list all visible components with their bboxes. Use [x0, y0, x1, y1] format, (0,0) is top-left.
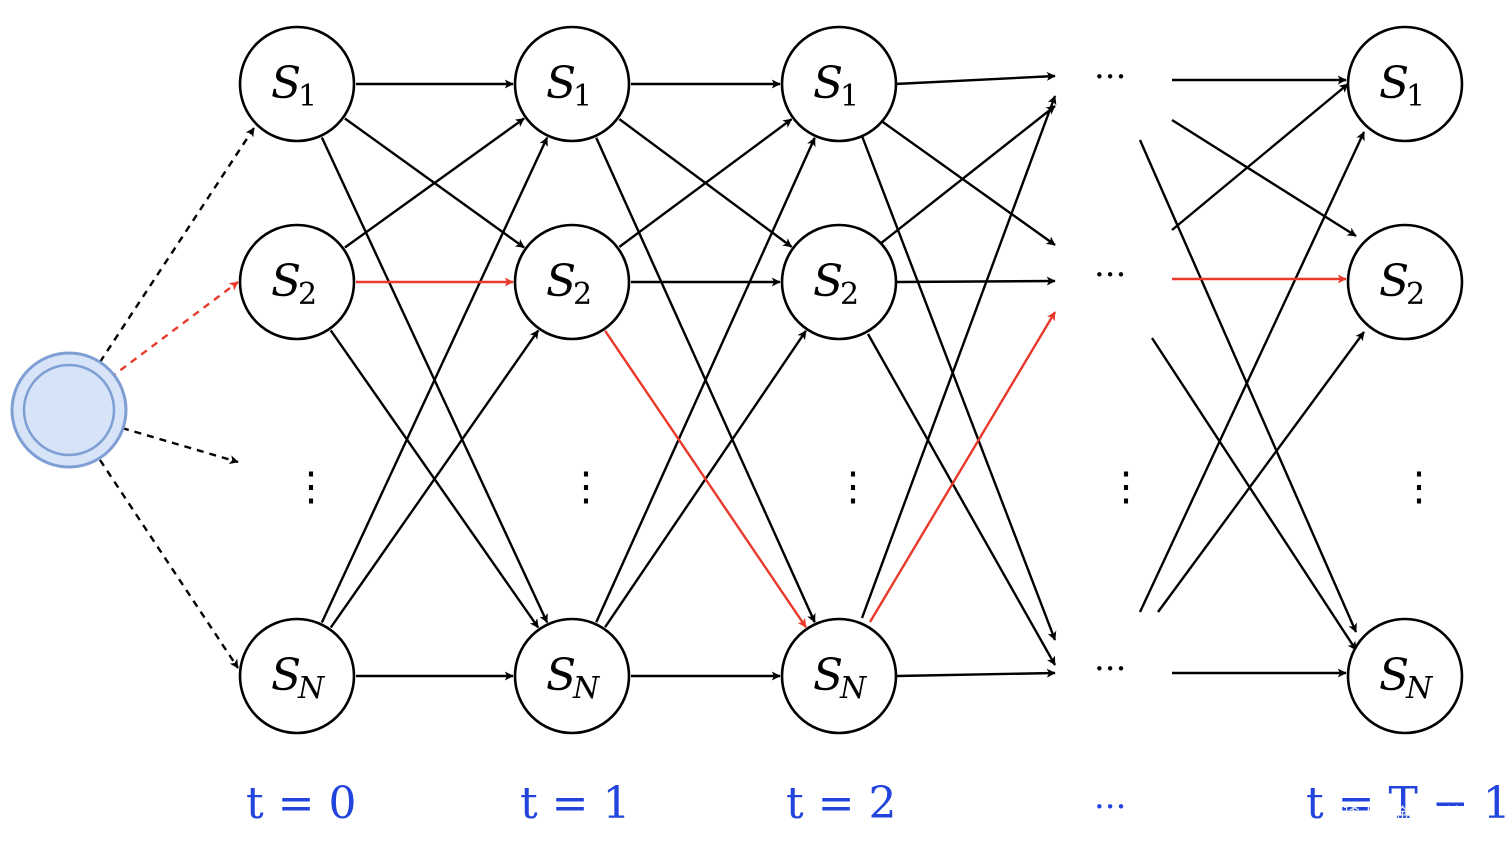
time-label-0: t = 0 [246, 778, 357, 829]
transition [618, 118, 793, 248]
transition [595, 137, 816, 623]
transition [866, 333, 1057, 666]
transition [879, 105, 1056, 245]
time-label-1: t = 1 [520, 778, 631, 829]
horizontal-ellipsis: ··· [1094, 255, 1126, 295]
state-label: S [271, 650, 301, 701]
start-node-inner-ring [22, 363, 116, 457]
highlighted-transition [604, 330, 807, 628]
state-label: S [271, 256, 301, 307]
time-labels: t = 0 t = 1 t = 2 ··· t = T − 1 [246, 778, 1511, 829]
transition [1157, 331, 1365, 613]
transition-edges [98, 71, 1366, 681]
state-node-sn-t4: SN [1346, 617, 1464, 735]
state-subscript: 2 [573, 277, 592, 312]
state-circle [238, 617, 356, 735]
state-label: S [1379, 256, 1409, 307]
state-node-s1-t2: S1 [780, 25, 898, 143]
transition [860, 95, 1057, 619]
state-label: S [813, 650, 843, 701]
state-node-s2-t4: S2 [1346, 223, 1464, 341]
transition [894, 71, 1056, 86]
state-label: S [546, 58, 576, 109]
vertical-ellipsis: ⋮ [1399, 464, 1439, 510]
state-label: S [1379, 58, 1409, 109]
state-circle [1346, 25, 1464, 143]
state-subscript: N [839, 671, 868, 706]
vertical-ellipsis: ⋮ [1106, 464, 1146, 510]
state-subscript: N [297, 671, 326, 706]
state-subscript: 1 [298, 79, 317, 114]
transition [896, 668, 1056, 678]
transition [329, 329, 540, 629]
state-subscript: 1 [1406, 79, 1425, 114]
state-node-sn-t1: SN [513, 617, 631, 735]
transition [1138, 131, 1366, 613]
time-label-3: ··· [1094, 787, 1126, 827]
transition [1138, 139, 1358, 633]
initial-transition-highlighted [109, 281, 239, 379]
state-node-s1-t0: S1 [238, 25, 356, 143]
initial-transition [99, 459, 239, 669]
state-label: S [271, 58, 301, 109]
highlighted-transition [868, 311, 1057, 623]
state-label: S [813, 58, 843, 109]
state-circle [780, 25, 898, 143]
vertical-ellipsis: ⋮ [566, 464, 606, 510]
state-subscript: N [1405, 671, 1434, 706]
transition [896, 276, 1056, 286]
state-subscript: 2 [298, 277, 317, 312]
state-node-s1-t1: S1 [513, 25, 631, 143]
time-label-2: t = 2 [786, 778, 897, 829]
state-node-sn-t0: SN [238, 617, 356, 735]
state-label: S [546, 650, 576, 701]
state-label: S [1379, 650, 1409, 701]
transition [1150, 337, 1358, 651]
state-label: S [813, 256, 843, 307]
transition [344, 117, 525, 249]
state-circle [513, 223, 631, 341]
start-node [10, 351, 128, 469]
state-circle [780, 617, 898, 735]
state-circle [780, 223, 898, 341]
time-label-4: t = T − 1 [1306, 778, 1511, 829]
state-label: S [546, 256, 576, 307]
state-circle [513, 617, 631, 735]
state-subscript: 2 [1406, 277, 1425, 312]
vertical-ellipsis: ⋮ [833, 464, 873, 510]
state-circle [1346, 223, 1464, 341]
state-circle [513, 25, 631, 143]
transition [1171, 118, 1357, 238]
vertical-ellipsis: ⋮ [291, 464, 331, 510]
horizontal-ellipsis: ··· [1094, 57, 1126, 97]
state-circle [1346, 617, 1464, 735]
state-circle [238, 223, 356, 341]
state-node-sn-t2: SN [780, 617, 898, 735]
state-node-s2-t2: S2 [780, 223, 898, 341]
state-subscript: N [572, 671, 601, 706]
state-node-s1-t4: S1 [1346, 25, 1464, 143]
transition [320, 136, 549, 623]
state-subscript: 1 [840, 79, 859, 114]
transition [1171, 83, 1349, 231]
ellipsis-markers: ⋮ ⋮ ⋮ ⋮ ⋮ ··· ··· ··· [291, 57, 1439, 689]
transition [879, 119, 1056, 246]
state-node-s2-t1: S2 [513, 223, 631, 341]
horizontal-ellipsis: ··· [1094, 649, 1126, 689]
watermark: @稀土掘金技术社区 [1326, 805, 1479, 825]
transition [860, 135, 1057, 641]
state-subscript: 1 [573, 79, 592, 114]
state-node-s2-t0: S2 [238, 223, 356, 341]
state-subscript: 2 [840, 277, 859, 312]
initial-transition [121, 426, 239, 464]
state-circle [238, 25, 356, 143]
